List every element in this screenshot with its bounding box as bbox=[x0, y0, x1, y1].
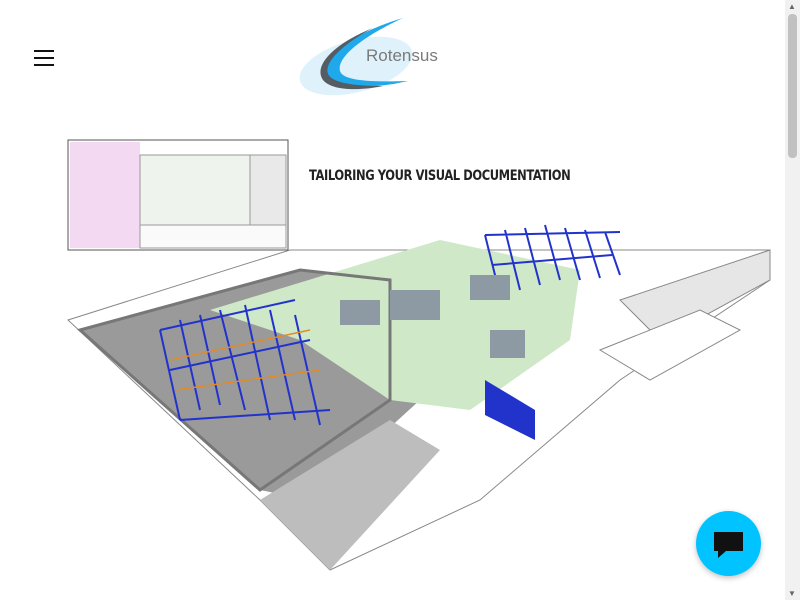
hero-tagline: TAILORING YOUR VISUAL DOCUMENTATION bbox=[309, 168, 571, 184]
scroll-down-icon[interactable]: ▼ bbox=[788, 589, 796, 598]
hamburger-menu-button[interactable] bbox=[34, 50, 54, 66]
storage-racks-right bbox=[484, 224, 621, 296]
floor-plan-thumbnail bbox=[67, 139, 289, 251]
scroll-up-icon[interactable]: ▲ bbox=[788, 2, 796, 11]
logo-text: Rotensus bbox=[366, 46, 438, 65]
chat-bubble-icon bbox=[714, 532, 743, 558]
storage-racks-left bbox=[159, 299, 331, 426]
scrollbar-thumb[interactable] bbox=[788, 14, 797, 158]
chat-button[interactable] bbox=[696, 511, 761, 576]
vertical-scrollbar[interactable]: ▲ ▼ bbox=[785, 0, 800, 600]
rotensus-logo[interactable] bbox=[298, 16, 448, 98]
factory-layout-illustration bbox=[67, 139, 771, 571]
